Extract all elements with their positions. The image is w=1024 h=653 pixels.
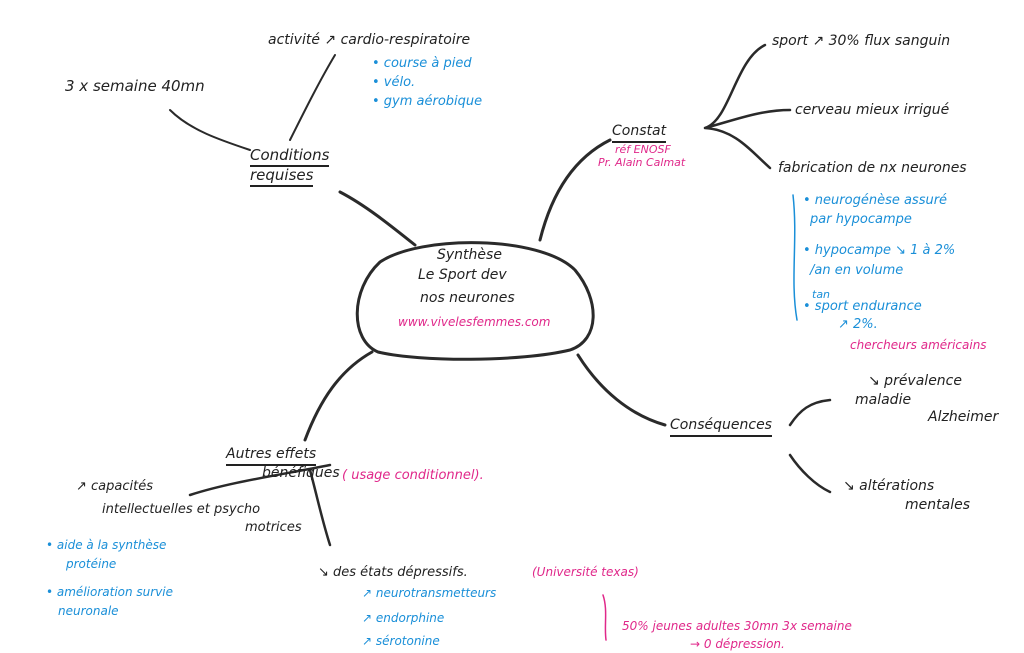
arrow-consequences-items bbox=[788, 398, 832, 494]
constat-branch: cerveau mieux irrigué bbox=[795, 102, 950, 118]
conditions-activity: activité ↗ cardio-respiratoire bbox=[268, 32, 471, 48]
center-title: Synthèse bbox=[437, 247, 502, 263]
central-bubble bbox=[355, 241, 595, 361]
study-line: → 0 dépression. bbox=[690, 637, 785, 651]
constat-title: Constat bbox=[612, 123, 667, 143]
capacites-note: protéine bbox=[66, 557, 117, 571]
arrow-to-constat bbox=[538, 138, 612, 242]
capacites-line: ↗ capacités bbox=[76, 479, 153, 494]
consequence-line: Alzheimer bbox=[928, 409, 999, 425]
arrow-constat-branches bbox=[703, 43, 792, 170]
arrow-conditions-activity bbox=[289, 54, 336, 141]
constat-ref: réf ENOSF bbox=[615, 143, 671, 156]
autres-title2: bénéfiques bbox=[262, 465, 340, 481]
center-source: www.vivelesfemmes.com bbox=[398, 315, 551, 329]
constat-author: Pr. Alain Calmat bbox=[598, 156, 686, 169]
depression-note: ↗ sérotonine bbox=[362, 634, 440, 648]
depression-note: ↗ endorphine bbox=[362, 611, 445, 625]
constat-branch: sport ↗ 30% flux sanguin bbox=[772, 33, 951, 49]
capacites-note: • aide à la synthèse bbox=[46, 538, 167, 552]
capacites-line: motrices bbox=[245, 520, 302, 535]
autres-title1: Autres effets bbox=[226, 446, 317, 466]
conditions-title1: Conditions bbox=[250, 147, 330, 167]
brace-blue bbox=[792, 194, 798, 321]
conditions-title2: requises bbox=[250, 167, 314, 187]
constat-note: tan bbox=[812, 288, 831, 301]
brace-pink bbox=[602, 594, 607, 641]
constat-note: • sport endurance bbox=[803, 299, 922, 314]
constat-branch: fabrication de nx neurones bbox=[778, 160, 967, 176]
consequence-line: mentales bbox=[905, 497, 970, 513]
capacites-note: neuronale bbox=[58, 604, 119, 618]
arrow-to-conditions bbox=[338, 190, 417, 247]
constat-note: /an en volume bbox=[810, 263, 904, 278]
example-item: • gym aérobique bbox=[372, 94, 483, 109]
consequences-title: Conséquences bbox=[670, 417, 772, 437]
autres-usage: ( usage conditionnel). bbox=[342, 468, 484, 483]
example-item: • vélo. bbox=[372, 75, 416, 90]
constat-note: • hypocampe ↘ 1 à 2% bbox=[803, 243, 956, 258]
center-line1: Le Sport dev bbox=[418, 267, 507, 283]
arrow-to-consequences bbox=[576, 353, 667, 427]
depression-text: ↘ des états dépressifs. bbox=[318, 565, 468, 580]
constat-note: par hypocampe bbox=[810, 212, 912, 227]
constat-researchers: chercheurs américains bbox=[850, 338, 987, 352]
consequence-line: ↘ altérations bbox=[843, 478, 935, 494]
constat-note: ↗ 2%. bbox=[838, 317, 878, 332]
capacites-line: intellectuelles et psycho bbox=[102, 502, 261, 517]
consequence-line: ↘ prévalence bbox=[868, 373, 962, 389]
center-line2: nos neurones bbox=[420, 290, 515, 306]
depression-note: ↗ neurotransmetteurs bbox=[362, 586, 497, 600]
conditions-frequency: 3 x semaine 40mn bbox=[65, 77, 205, 95]
consequence-line: maladie bbox=[855, 392, 912, 408]
arrow-conditions-frequency bbox=[169, 109, 251, 151]
arrow-to-autres bbox=[303, 350, 374, 442]
study-line: 50% jeunes adultes 30mn 3x semaine bbox=[622, 619, 852, 633]
arrow-autres-items bbox=[188, 463, 332, 547]
capacites-note: • amélioration survie bbox=[46, 585, 174, 599]
depression-university: (Université texas) bbox=[532, 565, 639, 579]
constat-note: • neurogénèse assuré bbox=[803, 193, 948, 208]
example-item: • course à pied bbox=[372, 56, 472, 71]
